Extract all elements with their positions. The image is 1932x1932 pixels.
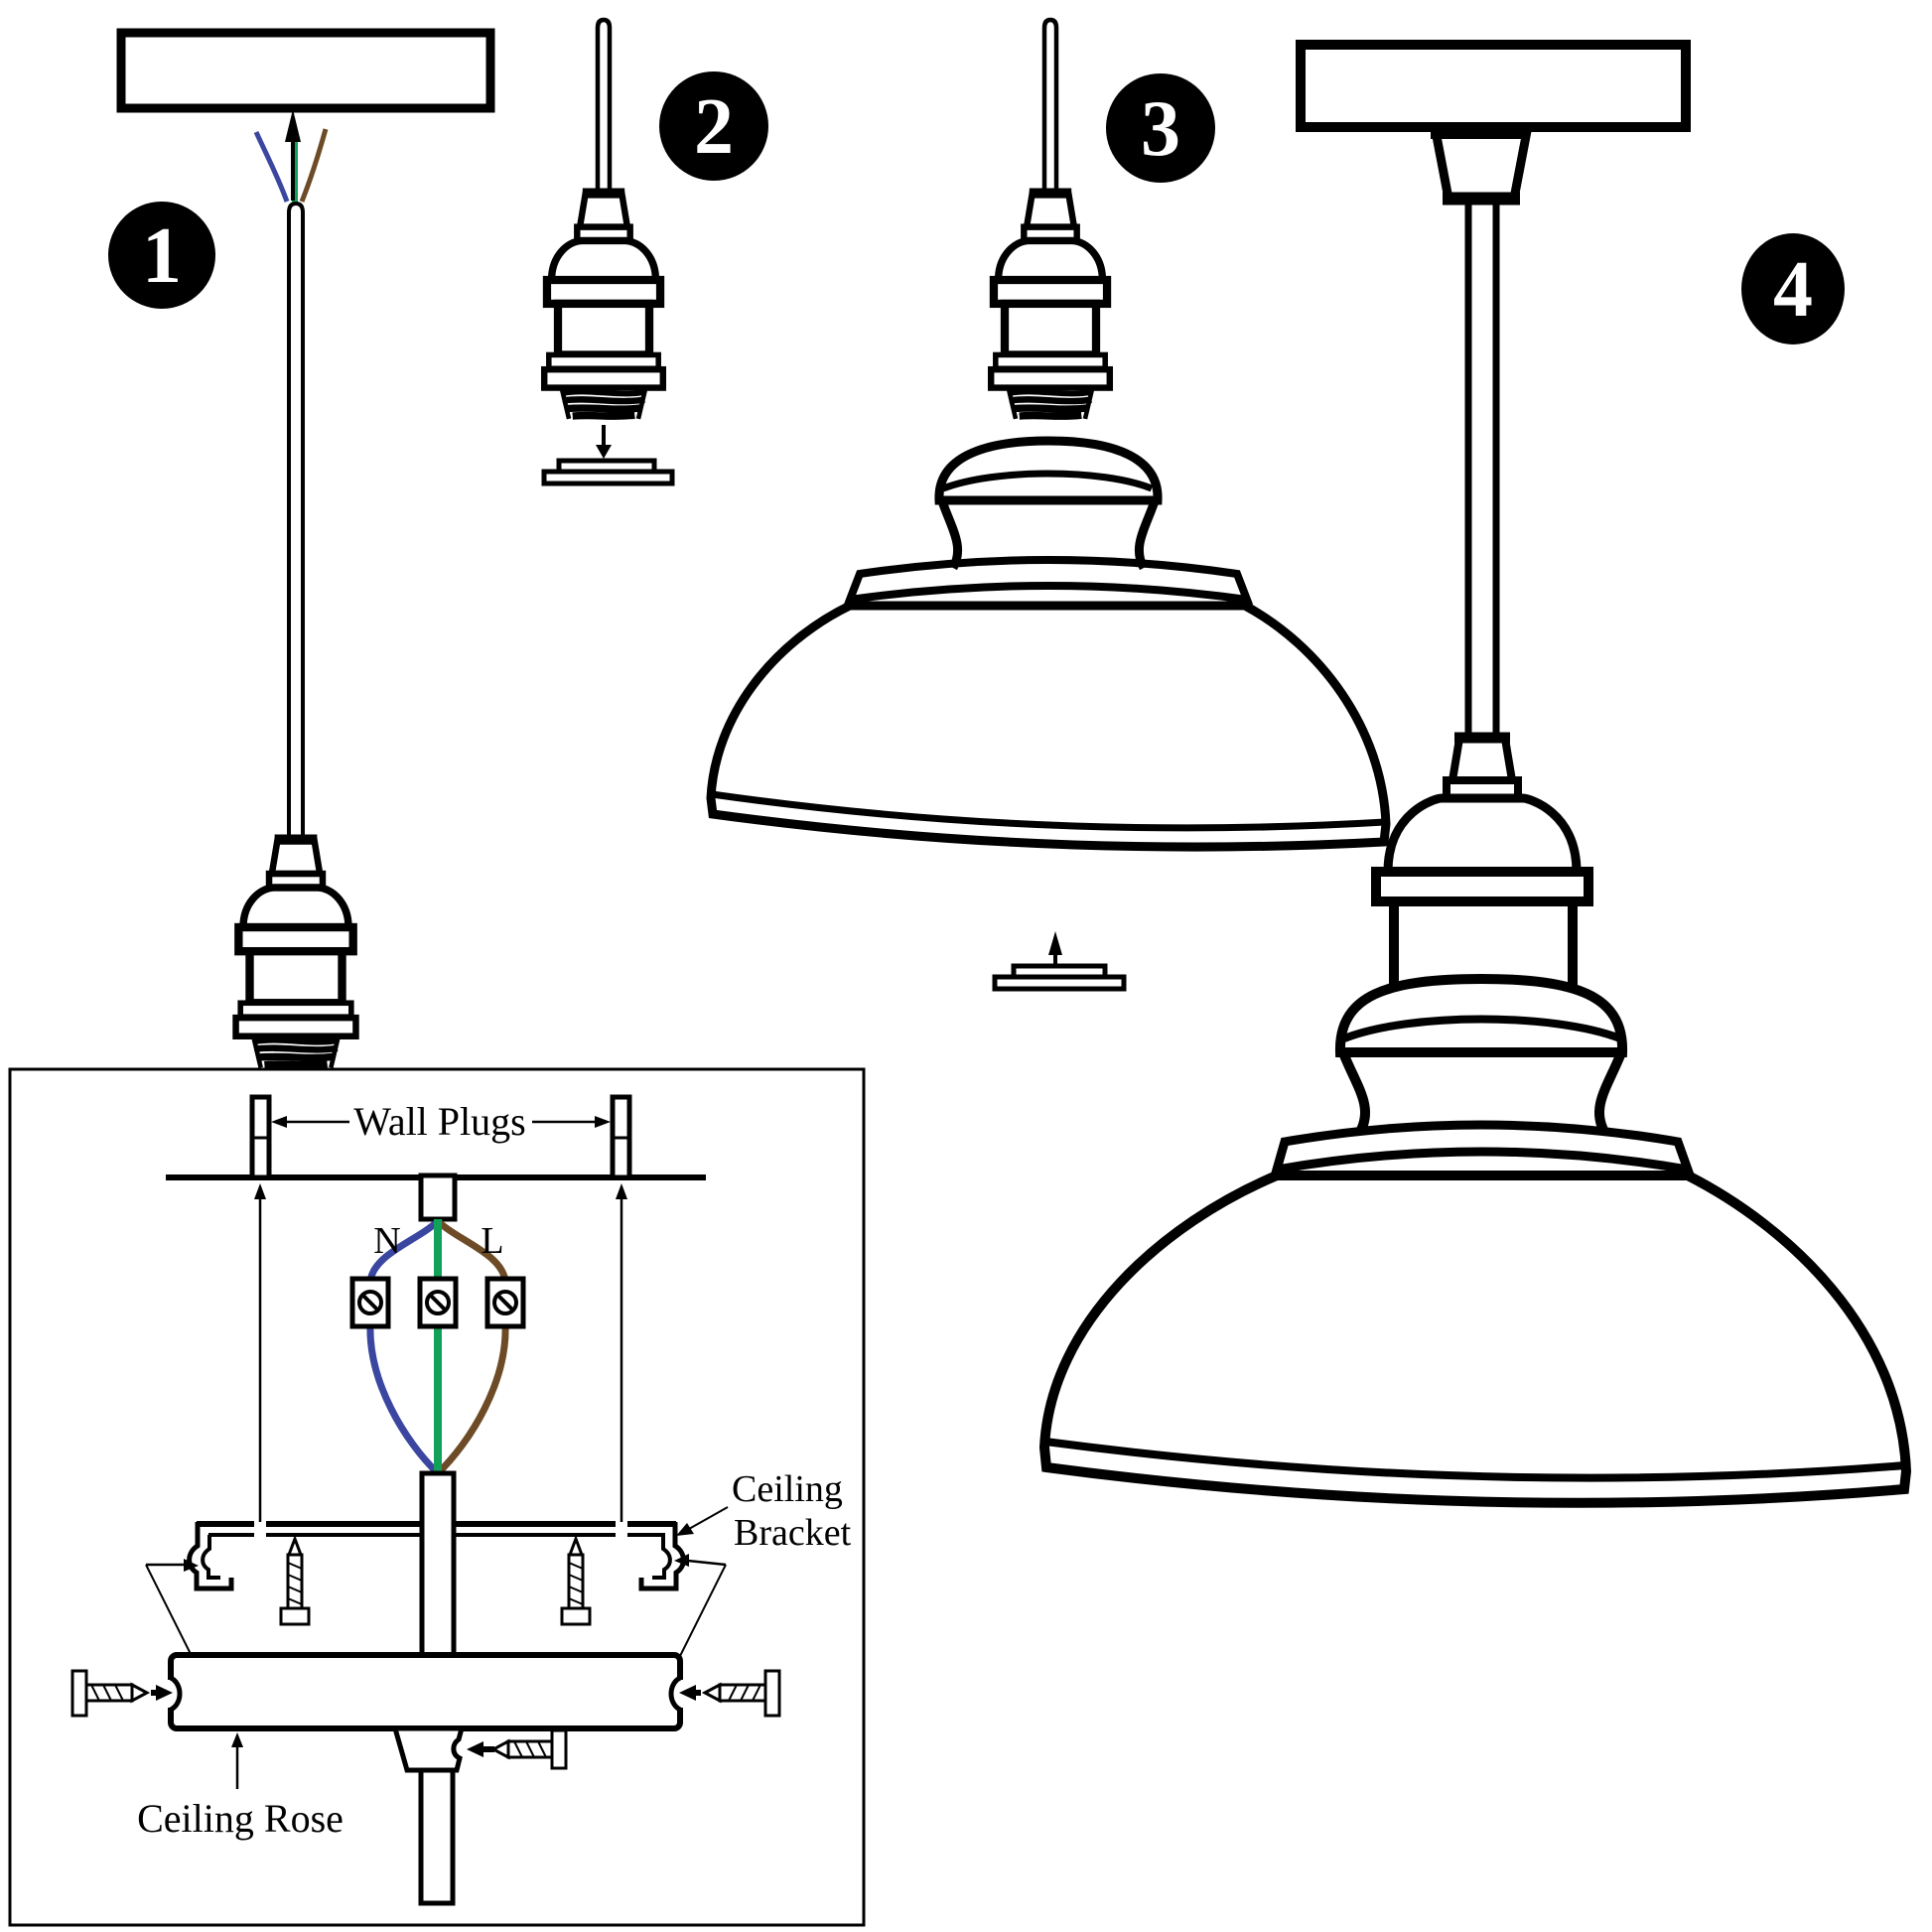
live-wire xyxy=(299,128,329,203)
step-1-badge xyxy=(108,202,215,309)
terminal-block-earth xyxy=(417,1276,459,1329)
shade-ring-bottom xyxy=(541,469,675,486)
lamp-socket xyxy=(991,194,1110,419)
shade-neck-right xyxy=(1135,496,1161,571)
screw-slot-icon xyxy=(361,1294,379,1311)
strain-relief-cone xyxy=(1448,735,1517,784)
dome-shade xyxy=(706,436,1391,852)
ceiling-plate xyxy=(1296,40,1691,132)
shade-collar xyxy=(1270,1120,1695,1175)
ceiling-cup xyxy=(1430,126,1533,204)
bracket-label-leader xyxy=(688,1506,729,1530)
ceiling-bracket-label-line1: Ceiling xyxy=(732,1468,843,1510)
up-arrow-head xyxy=(1048,931,1062,955)
shade-cap-line xyxy=(941,470,1154,492)
step-4-assembled-lamp: 4 xyxy=(1038,40,1912,1508)
ceiling-rose xyxy=(166,1652,685,1731)
terminal-block-live xyxy=(484,1276,526,1329)
wall-plugs-label: Wall Plugs xyxy=(353,1099,525,1144)
pendant-cord xyxy=(1041,17,1059,189)
dome-shade xyxy=(1038,973,1912,1508)
step-1-number: 1 xyxy=(142,212,182,300)
screw-slot-icon xyxy=(496,1294,514,1311)
label-arrow-right-head xyxy=(595,1116,611,1128)
step-2-number: 2 xyxy=(694,83,734,171)
socket-cap xyxy=(1383,793,1582,877)
cable-stem xyxy=(419,1470,457,1659)
down-arrow-head xyxy=(596,445,612,459)
label-arrow-left-head xyxy=(271,1116,287,1128)
bracket-right-end-inner xyxy=(652,1535,672,1580)
ceiling-plate xyxy=(116,28,495,113)
neutral-wire xyxy=(253,130,290,203)
step-2-fit-shade-ring: 2 xyxy=(541,17,768,486)
screw-direction-arrow-right-head xyxy=(616,1183,627,1199)
pendant-cord xyxy=(287,201,305,840)
live-label: L xyxy=(481,1220,503,1262)
rose-screw-left xyxy=(70,1669,173,1718)
step-2-badge xyxy=(659,71,768,181)
up-arrow-head xyxy=(285,109,301,142)
hook-arrow-right-head xyxy=(674,1554,689,1567)
wall-plug-left xyxy=(249,1094,272,1180)
shade-cap-line xyxy=(1342,1015,1622,1042)
shade-dome xyxy=(1038,1171,1912,1508)
cord-grip xyxy=(391,1725,466,1773)
wiring-inset: Wall Plugs N L xyxy=(8,1067,866,1927)
ceiling-rose-label: Ceiling Rose xyxy=(137,1796,344,1841)
shade-neck-left xyxy=(1337,1048,1370,1135)
shade-dome xyxy=(706,601,1391,852)
screw-slot-icon xyxy=(429,1294,447,1311)
grip-screw xyxy=(467,1728,568,1770)
hook-arrow-left-head xyxy=(184,1559,199,1572)
shade-neck-left xyxy=(936,496,962,571)
shade-rim-line xyxy=(711,790,1386,832)
step-4-badge xyxy=(1741,233,1845,345)
screw-direction-arrow-left-head xyxy=(254,1183,266,1199)
lamp-socket xyxy=(236,840,356,1068)
hook-arrow-right-shaft xyxy=(687,1559,727,1567)
shade-rim-line xyxy=(1044,1438,1906,1482)
rose-screw-right xyxy=(679,1669,781,1718)
mains-cable-entry xyxy=(418,1173,458,1222)
rose-right-notch xyxy=(668,1675,682,1713)
bracket-left-end-inner xyxy=(201,1535,220,1580)
lamp-socket xyxy=(544,194,663,419)
step-1-cord-to-ceiling: 1 xyxy=(108,28,495,1068)
shade-ring-bottom xyxy=(992,974,1127,992)
bracket-label-leader-head xyxy=(676,1523,694,1536)
step-3-attach-shade: 3 xyxy=(706,17,1391,992)
step-3-badge xyxy=(1106,73,1215,183)
step-3-number: 3 xyxy=(1141,85,1180,173)
shade-collar xyxy=(843,556,1254,605)
terminal-block-neutral xyxy=(349,1276,391,1329)
ceiling-bracket-label-line2: Bracket xyxy=(734,1512,852,1554)
shade-neck-right xyxy=(1594,1048,1627,1135)
wall-plug-right xyxy=(610,1094,632,1180)
neutral-label: N xyxy=(373,1220,400,1262)
pendant-stem xyxy=(418,1767,456,1906)
step-4-number: 4 xyxy=(1773,246,1813,334)
pendant-cord xyxy=(595,17,613,189)
rose-label-arrow-head xyxy=(231,1732,243,1747)
rose-left-notch xyxy=(169,1675,183,1713)
